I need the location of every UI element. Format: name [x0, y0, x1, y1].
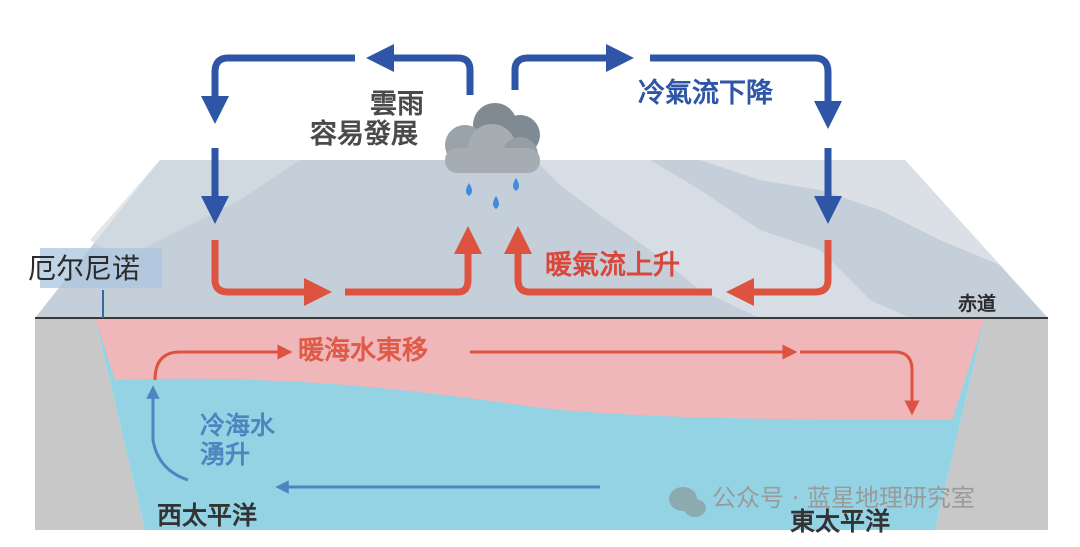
cold-upwelling-arrow [146, 385, 189, 482]
east-rising-arrow [504, 226, 712, 296]
west-surface-arrow [211, 240, 332, 306]
east-loop-arrow [511, 44, 634, 90]
west-loop-arrow [201, 54, 355, 124]
east-pacific-label: 東太平洋 [790, 507, 891, 536]
cold-upwelling-label-line2: 湧升 [200, 440, 251, 469]
east-surface-arrow [726, 240, 832, 306]
warm-air-rise-label: 暖氣流上升 [545, 250, 680, 281]
equator-label: 赤道 [958, 293, 997, 315]
rain-cloud-icon [445, 103, 540, 209]
wechat-icon [669, 487, 706, 517]
watermark-text: 公众号 · 蓝星地理研究室 [712, 484, 975, 512]
warm-water-arrow [153, 344, 293, 381]
cloud-rain-label-line2: 容易發展 [310, 119, 418, 150]
land-mass [700, 160, 1000, 265]
cold-air-descend-label: 冷氣流下降 [638, 78, 773, 109]
warm-water-layer [95, 318, 985, 420]
west-loop-arrow [366, 44, 474, 95]
warm-water-east-label: 暖海水東移 [298, 336, 429, 366]
cold-upwelling-label-line1: 冷海水 [200, 411, 276, 440]
land-mass [90, 160, 300, 260]
land-mass [535, 160, 910, 318]
cloud-rain-label-line1: 雲雨 [370, 89, 424, 120]
east-land-wall [935, 318, 1048, 530]
el-nino-tag-bg [40, 248, 162, 288]
west-rising-arrow [345, 226, 482, 296]
west-land-wall [35, 318, 145, 530]
west-pacific-label: 西太平洋 [157, 501, 258, 530]
warm-water-arrow [800, 350, 920, 416]
el-nino-label: 厄尔尼诺 [28, 252, 141, 285]
east-loop-arrow [650, 54, 842, 129]
